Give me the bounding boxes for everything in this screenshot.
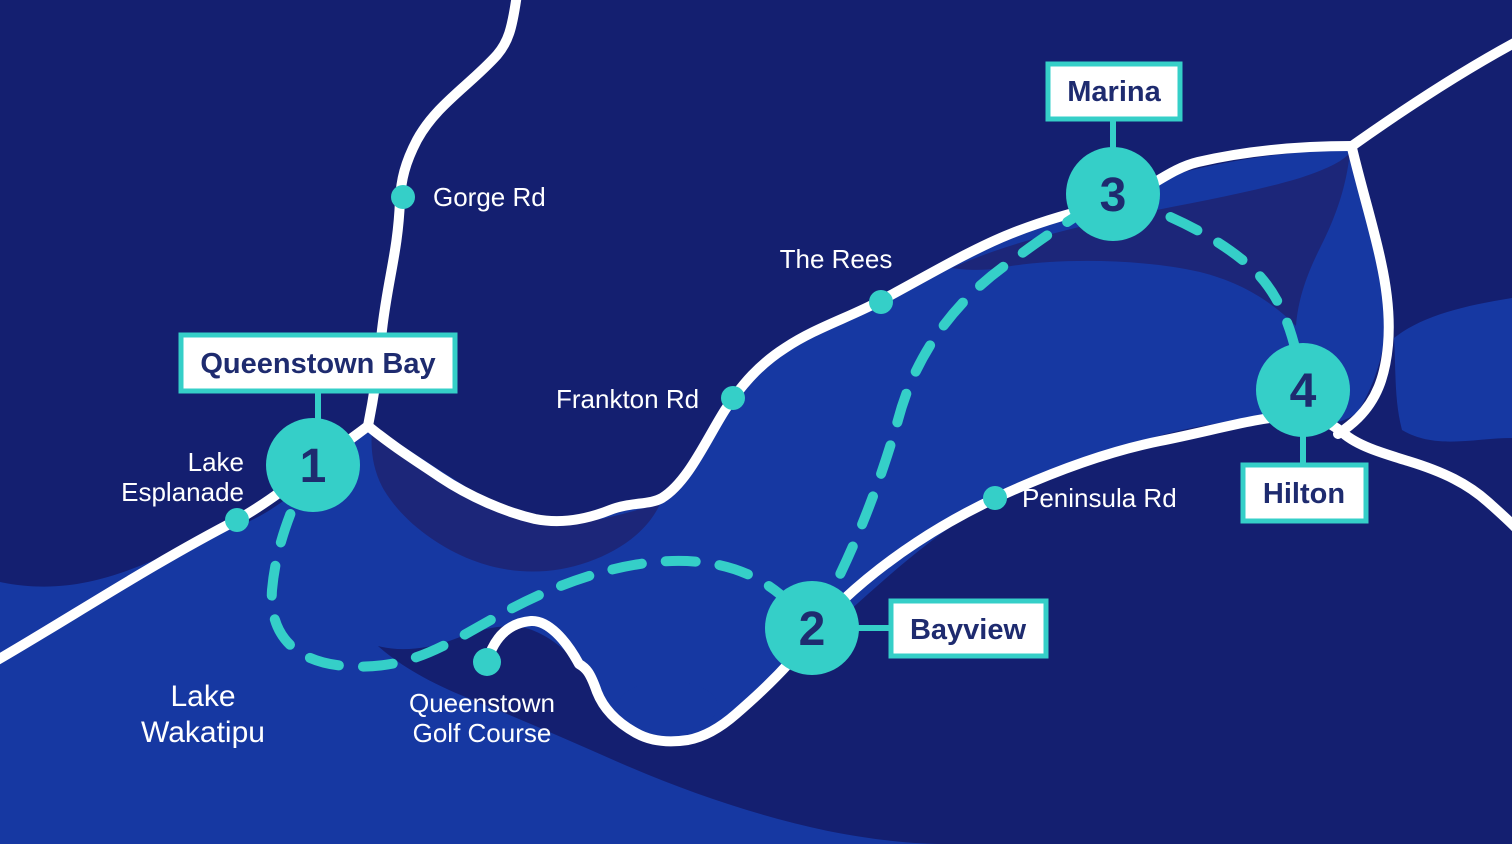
- road-northeast-exit: [1347, 38, 1512, 151]
- stop-marker-2[interactable]: [765, 581, 859, 675]
- poi-dot-lake-esplanade[interactable]: [225, 508, 249, 532]
- route-leg-3-4: [1115, 193, 1307, 390]
- stop-number-1: 1: [300, 440, 327, 493]
- poi-dot-frankton-rd[interactable]: [721, 386, 745, 410]
- shallow-blob-queenstown-bay: [371, 430, 660, 572]
- stop-marker-4[interactable]: [1256, 343, 1350, 437]
- lake-name-label-line1: Lake: [170, 680, 235, 713]
- road-label-golf-course-line2: Golf Course: [413, 718, 552, 748]
- poi-dot-golf-course[interactable]: [473, 648, 501, 676]
- lake-name-label-line2: Wakatipu: [141, 716, 265, 749]
- stop-label-box-queenstown-bay[interactable]: [178, 332, 458, 394]
- stop-number-3: 3: [1100, 169, 1127, 222]
- stop-label-text-bayview[interactable]: Bayview: [910, 614, 1027, 646]
- road-south-shore-golf: [482, 616, 795, 747]
- lake-shape: [0, 150, 1387, 844]
- stop-number-4: 4: [1290, 365, 1317, 418]
- stop-label-box-hilton[interactable]: [1240, 462, 1369, 524]
- stop-number-2: 2: [799, 603, 826, 656]
- road-label-golf-course-line1: Queenstown: [409, 688, 555, 718]
- lake-pocket-northeast: [1394, 298, 1512, 442]
- stop-marker-1[interactable]: [266, 418, 360, 512]
- road-label-gorge-rd: Gorge Rd: [433, 182, 546, 212]
- route-leg-2-3: [811, 193, 1113, 627]
- road-label-frankton-rd: Frankton Rd: [556, 384, 699, 414]
- stop-label-text-queenstown-bay[interactable]: Queenstown Bay: [200, 348, 435, 380]
- road-northeast-branch: [1333, 143, 1394, 439]
- road-label-lake-esplanade-line1: Lake: [188, 447, 244, 477]
- lake-pocket-bay: [618, 681, 718, 731]
- route-leg-1-2: [266, 460, 815, 672]
- road-label-the-rees: The Rees: [780, 244, 893, 274]
- stop-label-text-hilton[interactable]: Hilton: [1263, 478, 1345, 510]
- stop-marker-3[interactable]: [1066, 147, 1160, 241]
- shallow-blob-north-shore: [952, 152, 1350, 326]
- stop-label-text-marina[interactable]: Marina: [1067, 76, 1161, 108]
- road-label-lake-esplanade-line2: Esplanade: [121, 477, 244, 507]
- stop-label-box-marina[interactable]: [1045, 61, 1183, 122]
- stop-label-box-bayview[interactable]: [888, 598, 1049, 659]
- poi-dot-gorge-rd[interactable]: [391, 185, 415, 209]
- poi-dot-peninsula-rd[interactable]: [983, 486, 1007, 510]
- road-label-peninsula-rd: Peninsula Rd: [1022, 483, 1177, 513]
- poi-dot-the-rees[interactable]: [869, 290, 893, 314]
